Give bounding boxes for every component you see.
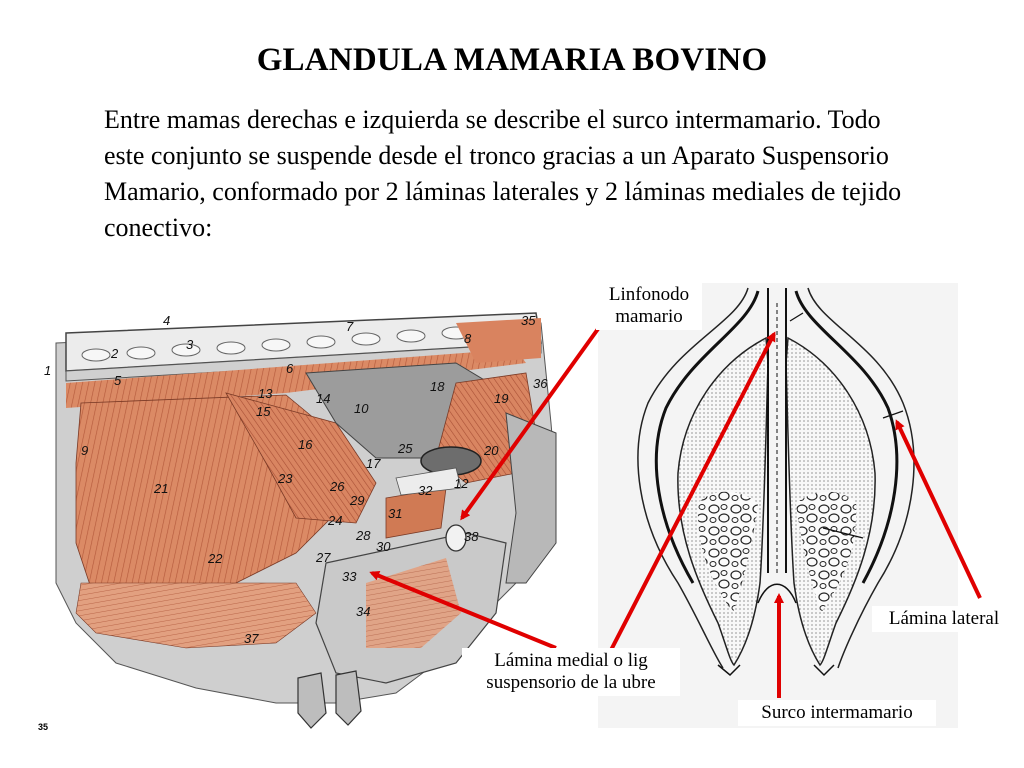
svg-text:10: 10 [354,401,369,416]
svg-text:16: 16 [298,437,313,452]
svg-text:2: 2 [110,346,119,361]
svg-text:30: 30 [376,539,391,554]
arrow-lamina-medial-right [608,331,776,653]
svg-text:33: 33 [342,569,357,584]
svg-text:23: 23 [277,471,293,486]
svg-text:29: 29 [349,493,364,508]
svg-text:38: 38 [464,529,479,544]
svg-text:5: 5 [114,373,122,388]
svg-text:14: 14 [316,391,330,406]
svg-text:24: 24 [327,513,342,528]
svg-text:12: 12 [454,476,469,491]
description-paragraph: Entre mamas derechas e izquierda se desc… [104,105,902,242]
svg-text:19: 19 [494,391,508,406]
outer-skin [637,287,749,669]
label-lamina-lateral: Lámina lateral [872,606,1016,632]
lateral-lamina-left [654,290,760,584]
arrow-lamina-lateral [895,419,982,599]
svg-text:3: 3 [186,337,194,352]
plate-number: 35 [38,722,49,732]
svg-text:1: 1 [44,363,51,378]
svg-text:34: 34 [356,604,370,619]
abdominal-muscle-upper [66,349,526,408]
svg-text:37: 37 [244,631,259,646]
svg-text:28: 28 [355,528,371,543]
svg-text:18: 18 [430,379,445,394]
svg-text:15: 15 [256,404,271,419]
svg-text:21: 21 [153,481,168,496]
svg-text:20: 20 [483,443,499,458]
svg-text:4: 4 [163,313,170,328]
label-linfonodo-mamario: Linfonodo mamario [596,282,702,330]
svg-text:26: 26 [329,479,345,494]
teat-left [297,672,327,729]
svg-text:17: 17 [366,456,381,471]
svg-text:13: 13 [258,386,273,401]
svg-text:36: 36 [533,376,548,391]
svg-text:7: 7 [346,319,354,334]
svg-text:9: 9 [81,443,88,458]
page-title: GLANDULA MAMARIA BOVINO [256,42,768,78]
svg-text:32: 32 [418,483,433,498]
arrow-lamina-medial-left [369,571,557,650]
teat-right [335,670,362,726]
label-lamina-medial: Lámina medial o lig suspensorio de la ub… [462,648,680,696]
label-surco-intermamario: Surco intermamario [738,700,936,726]
svg-text:8: 8 [464,331,472,346]
svg-text:31: 31 [388,506,402,521]
svg-text:25: 25 [397,441,413,456]
abdominal-muscle-lower [75,582,317,649]
svg-text:27: 27 [315,550,331,565]
svg-text:6: 6 [286,361,294,376]
intermammary-groove [757,583,797,604]
lateral-lamina-right [794,290,899,584]
svg-text:35: 35 [521,313,536,328]
svg-text:22: 22 [207,551,223,566]
arrow-linfonodo [460,313,610,521]
lymph-node [445,524,467,552]
